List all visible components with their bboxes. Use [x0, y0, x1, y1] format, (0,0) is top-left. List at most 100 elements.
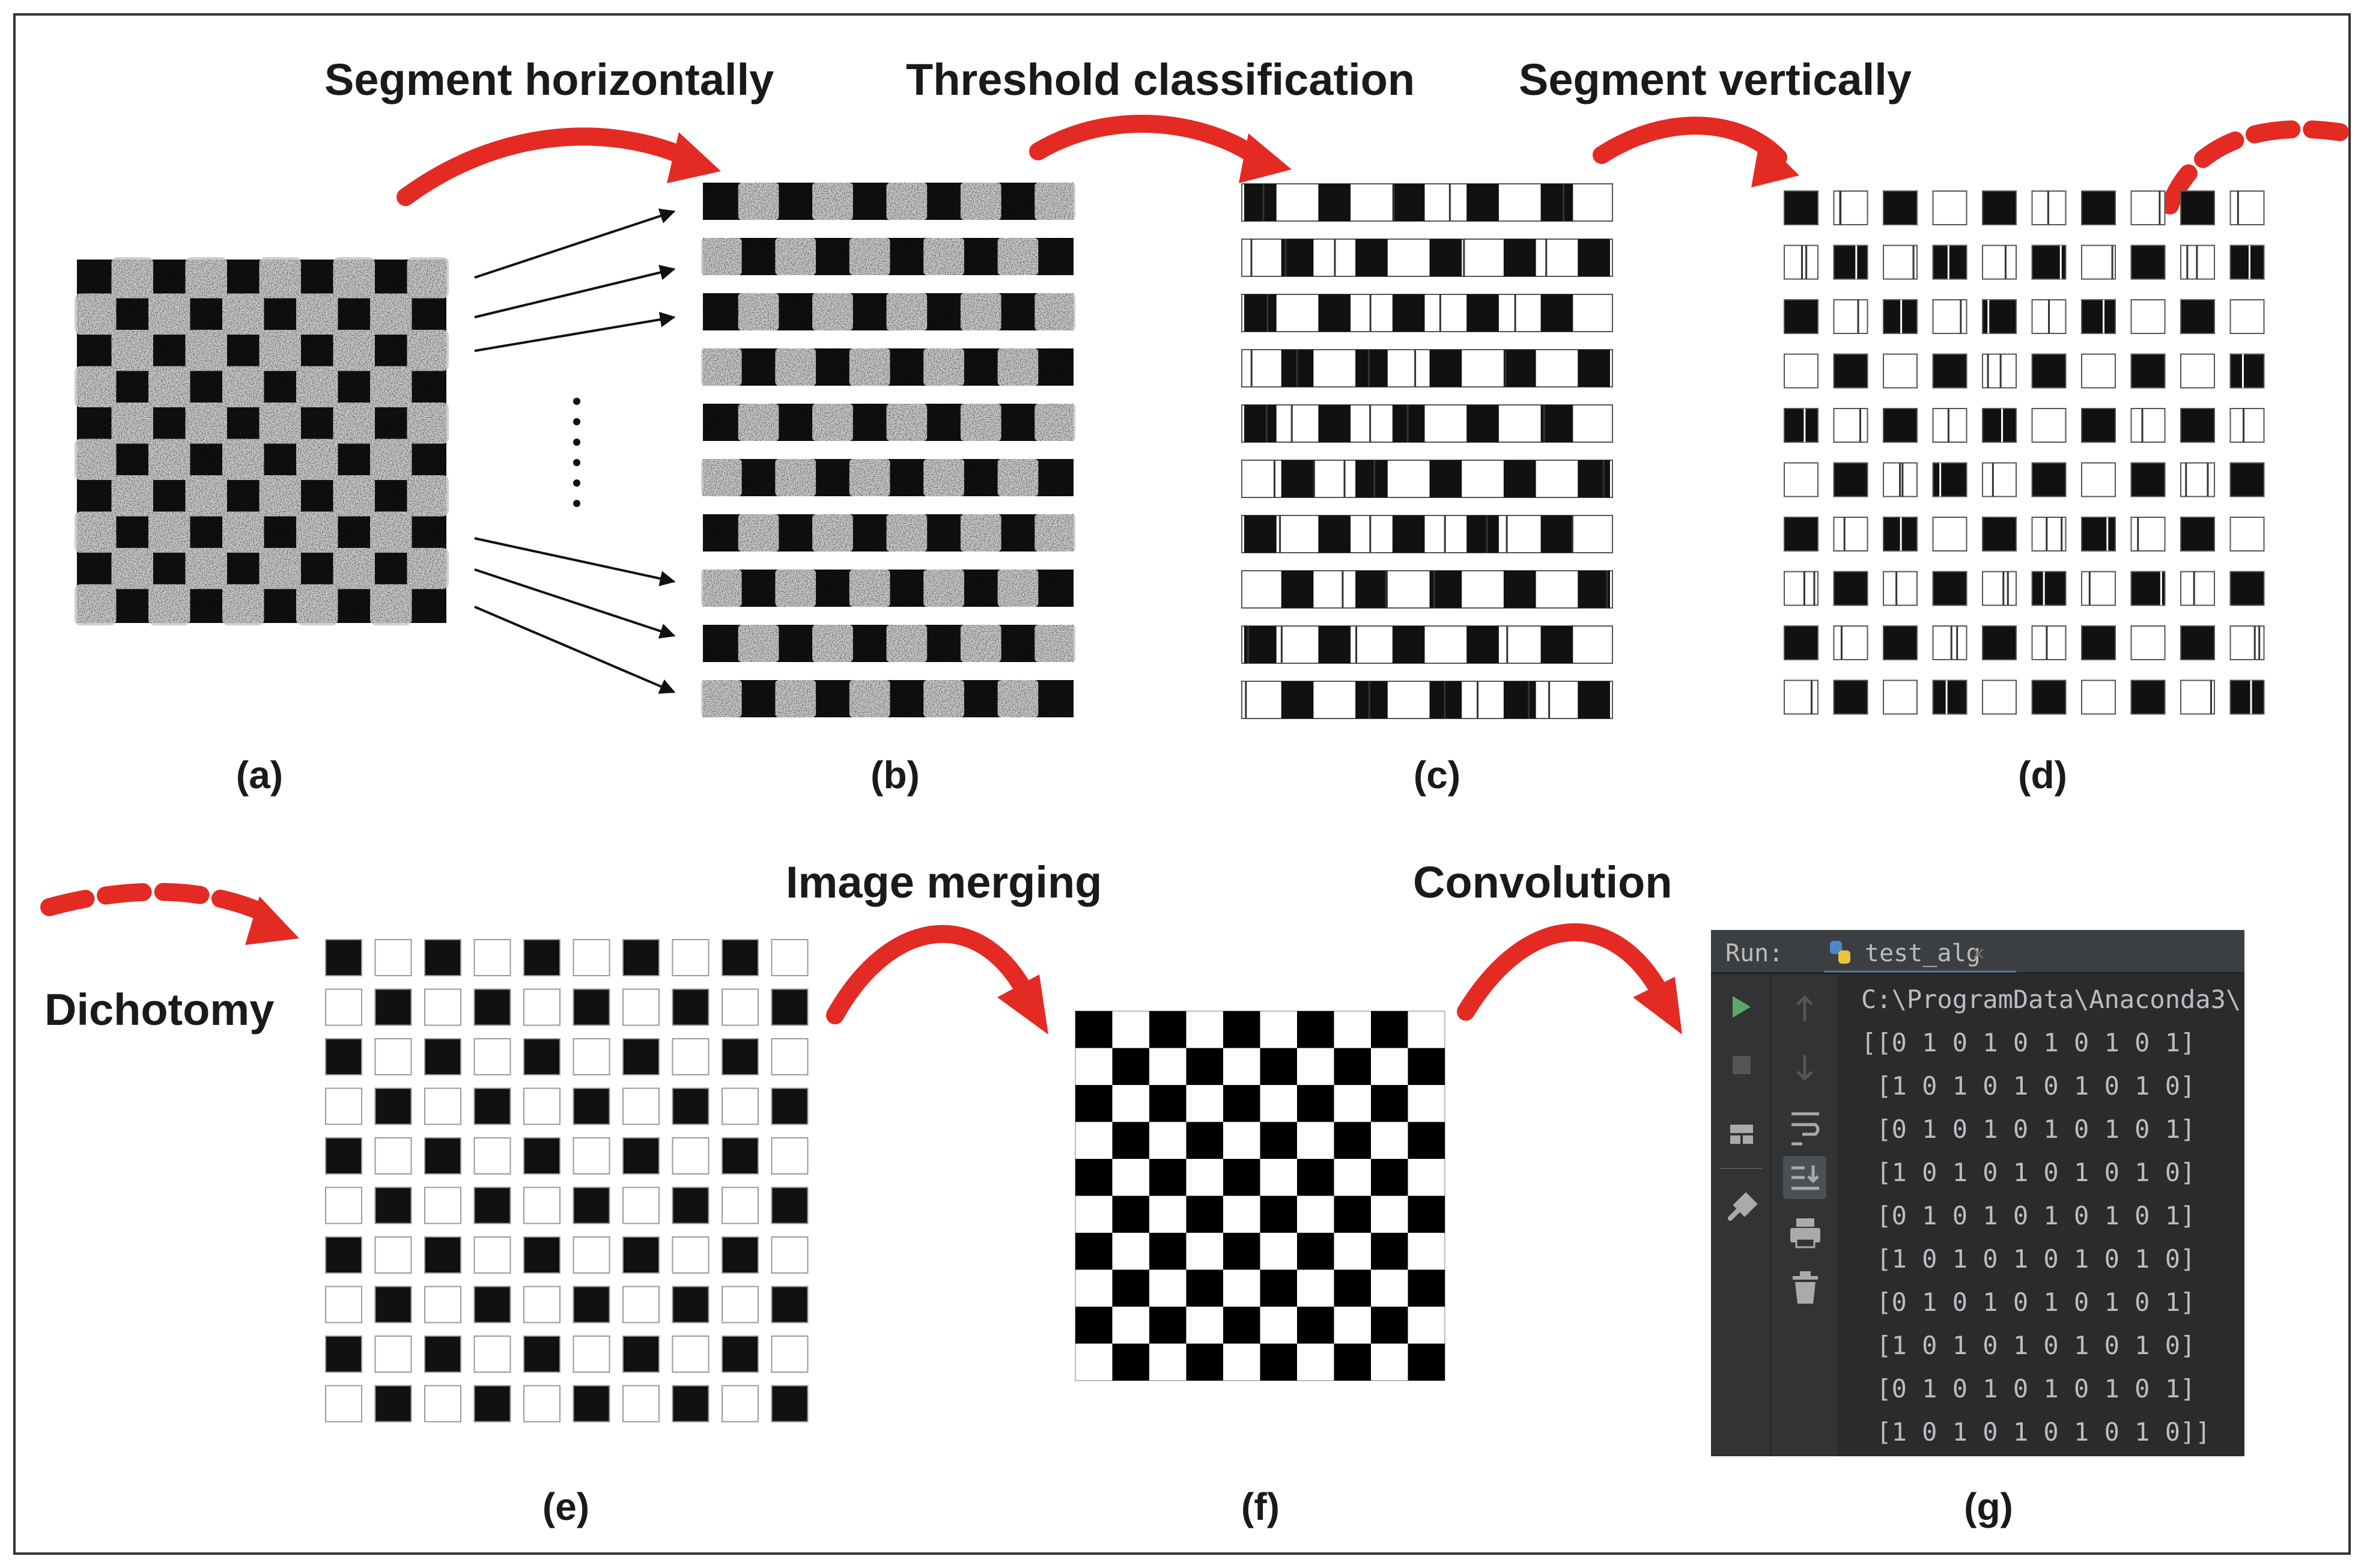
dichotomy-cell — [473, 1286, 511, 1323]
threshold-strip — [1241, 515, 1613, 553]
dichotomy-cell — [573, 939, 610, 976]
dichotomy-cell — [374, 1336, 412, 1373]
checker-square — [1260, 1269, 1297, 1307]
dichotomy-cell — [424, 1137, 461, 1174]
vertical-cell — [1833, 190, 1868, 225]
console-output-line: [1 0 1 0 1 0 1 0 1 0] — [1861, 1331, 2195, 1360]
dichotomy-cell — [771, 1336, 809, 1373]
vertical-cell — [1784, 190, 1819, 225]
vertical-cell — [2130, 462, 2166, 497]
dichotomy-cell — [325, 939, 362, 976]
threshold-strip — [1241, 294, 1613, 332]
dichotomy-cell — [374, 988, 412, 1026]
panel-a-sem-image — [74, 257, 449, 625]
step-convolution: Convolution — [1413, 857, 1673, 907]
vertical-cell — [2180, 517, 2215, 552]
dichotomy-cell — [473, 1187, 511, 1224]
trash-icon[interactable] — [1793, 1271, 1818, 1304]
dichotomy-cell — [473, 1236, 511, 1274]
vertical-cell — [2031, 517, 2067, 552]
dichotomy-cell — [374, 1385, 412, 1423]
dichotomy-cell — [722, 1137, 759, 1174]
checker-square — [1223, 1085, 1260, 1122]
checker-square — [1149, 1011, 1187, 1048]
panel-label-g: (g) — [1964, 1485, 2013, 1528]
vertical-cell — [1833, 299, 1868, 334]
vertical-cell — [2229, 408, 2265, 443]
dichotomy-cell — [771, 1385, 809, 1423]
vertical-cell — [1982, 353, 2017, 389]
threshold-strip — [1241, 681, 1613, 719]
run-play-icon[interactable] — [1733, 996, 1751, 1018]
horizontal-strip — [701, 348, 1074, 386]
dichotomy-cell — [573, 1137, 610, 1174]
dichotomy-cell — [325, 1385, 362, 1423]
vertical-cell — [1784, 517, 1819, 552]
vertical-cell — [1932, 408, 1967, 443]
vertical-cell — [2229, 299, 2265, 334]
panel-label-f: (f) — [1241, 1485, 1280, 1528]
checker-square — [1149, 1159, 1187, 1196]
dichotomy-cell — [771, 1038, 809, 1075]
vertical-cell — [2081, 408, 2116, 443]
arrow-segment-horizontally-icon — [397, 127, 706, 206]
console-output-line: [[0 1 0 1 0 1 0 1 0 1] — [1861, 1028, 2195, 1057]
checker-square — [1112, 1048, 1149, 1085]
dichotomy-cell — [573, 1038, 610, 1075]
scroll-up-icon[interactable] — [1796, 995, 1813, 1021]
scroll-down-icon[interactable] — [1796, 1055, 1813, 1081]
vertical-cell — [2130, 190, 2166, 225]
ellipsis-dots — [573, 398, 580, 507]
dichotomy-cell — [672, 939, 710, 976]
dichotomy-cell — [622, 1187, 660, 1224]
step-segment-vertically: Segment vertically — [1519, 55, 1912, 105]
checker-square — [1112, 1196, 1149, 1233]
run-tab-test-alg[interactable]: test_alg — [1865, 940, 1981, 967]
vertical-cell — [1883, 190, 1918, 225]
arrow-convolution-icon — [1457, 923, 1667, 1021]
soft-wrap-icon[interactable] — [1791, 1112, 1820, 1146]
checker-square — [1371, 1011, 1408, 1048]
checker-square — [1149, 1307, 1187, 1344]
pin-icon[interactable] — [1728, 1192, 1758, 1221]
panel-label-c: (c) — [1414, 753, 1460, 797]
arrow-dichotomy-continue-icon — [2161, 120, 2349, 214]
dichotomy-cell — [573, 1236, 610, 1274]
vertical-cell — [2031, 408, 2067, 443]
dichotomy-cell — [672, 1336, 710, 1373]
stop-icon[interactable] — [1733, 1056, 1751, 1074]
dichotomy-cell — [573, 1286, 610, 1323]
dichotomy-cell — [771, 1087, 809, 1125]
dichotomy-cell — [374, 1236, 412, 1274]
dichotomy-cell — [523, 1385, 561, 1423]
dichotomy-cell — [622, 1087, 660, 1125]
vertical-cell — [2031, 299, 2067, 334]
threshold-strip — [1241, 349, 1613, 387]
vertical-cell — [2081, 190, 2116, 225]
vertical-cell — [2180, 408, 2215, 443]
tab-close-icon[interactable]: × — [1972, 941, 1985, 967]
vertical-cell — [2130, 679, 2166, 715]
vertical-cell — [1833, 679, 1868, 715]
print-icon[interactable] — [1790, 1218, 1820, 1248]
vertical-cell — [2229, 679, 2265, 715]
vertical-cell — [1833, 517, 1868, 552]
vertical-cell — [2081, 517, 2116, 552]
dichotomy-cell — [325, 1137, 362, 1174]
checker-square — [1112, 1122, 1149, 1159]
dichotomy-cell — [622, 988, 660, 1026]
vertical-cell — [2180, 571, 2215, 606]
vertical-cell — [1982, 408, 2017, 443]
horizontal-strip — [701, 680, 1074, 717]
vertical-cell — [1784, 571, 1819, 606]
layout-icon[interactable] — [1730, 1125, 1753, 1144]
dichotomy-cell — [771, 1187, 809, 1224]
scroll-to-end-icon[interactable] — [1791, 1165, 1819, 1190]
vertical-cell — [2229, 245, 2265, 280]
vertical-cell — [2229, 517, 2265, 552]
dichotomy-cell — [473, 939, 511, 976]
vertical-cell — [1982, 190, 2017, 225]
checker-square — [1075, 1085, 1113, 1122]
dichotomy-cell — [573, 1087, 610, 1125]
checker-square — [1297, 1159, 1334, 1196]
